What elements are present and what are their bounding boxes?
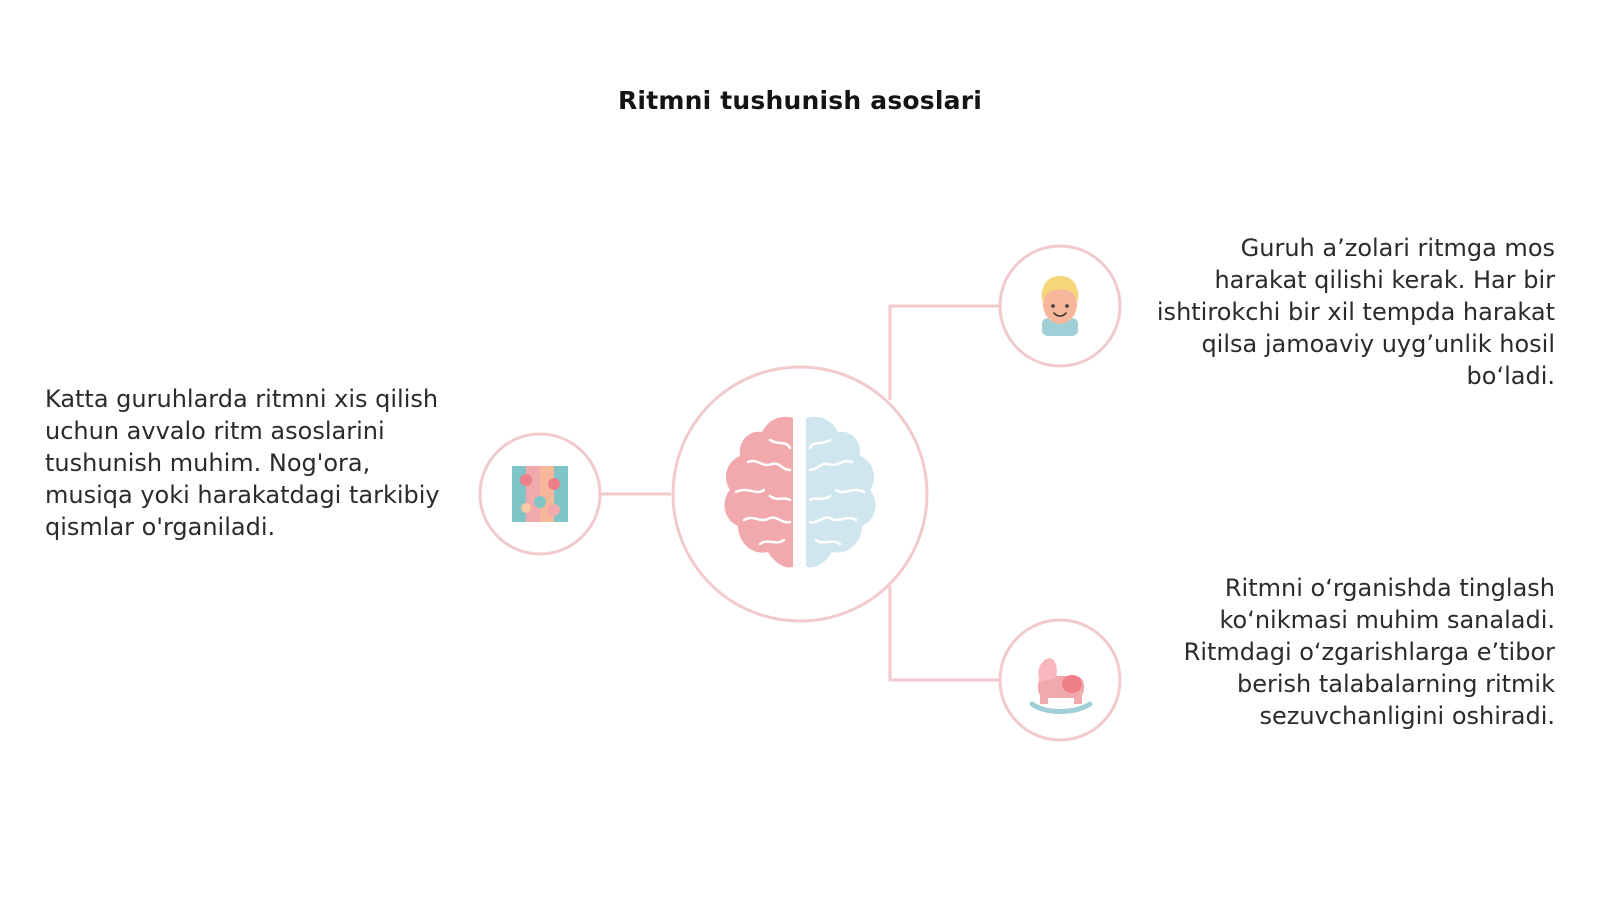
bottom-right-node: [998, 618, 1122, 742]
left-node: [478, 432, 602, 556]
slide-title: Ritmni tushunish asoslari: [617, 86, 982, 115]
rocking-horse-icon: [1029, 658, 1093, 714]
connector-top-right: [888, 304, 999, 400]
center-node: [671, 365, 929, 623]
top-right-node: [998, 244, 1122, 368]
left-node-text: Katta guruhlarda ritmni xis qilish uchun…: [45, 385, 440, 541]
puzzle-icon: [512, 466, 568, 522]
bottom-right-node-text: Ritmni o‘rganishda tinglash ko‘nikmasi m…: [1183, 574, 1555, 730]
connector-bottom-right: [888, 586, 999, 682]
connector-lines: [600, 304, 999, 682]
top-right-node-text: Guruh a’zolari ritmga mos harakat qilish…: [1156, 234, 1555, 390]
child-face-icon: [1041, 276, 1079, 336]
brain-icon: [724, 416, 876, 568]
